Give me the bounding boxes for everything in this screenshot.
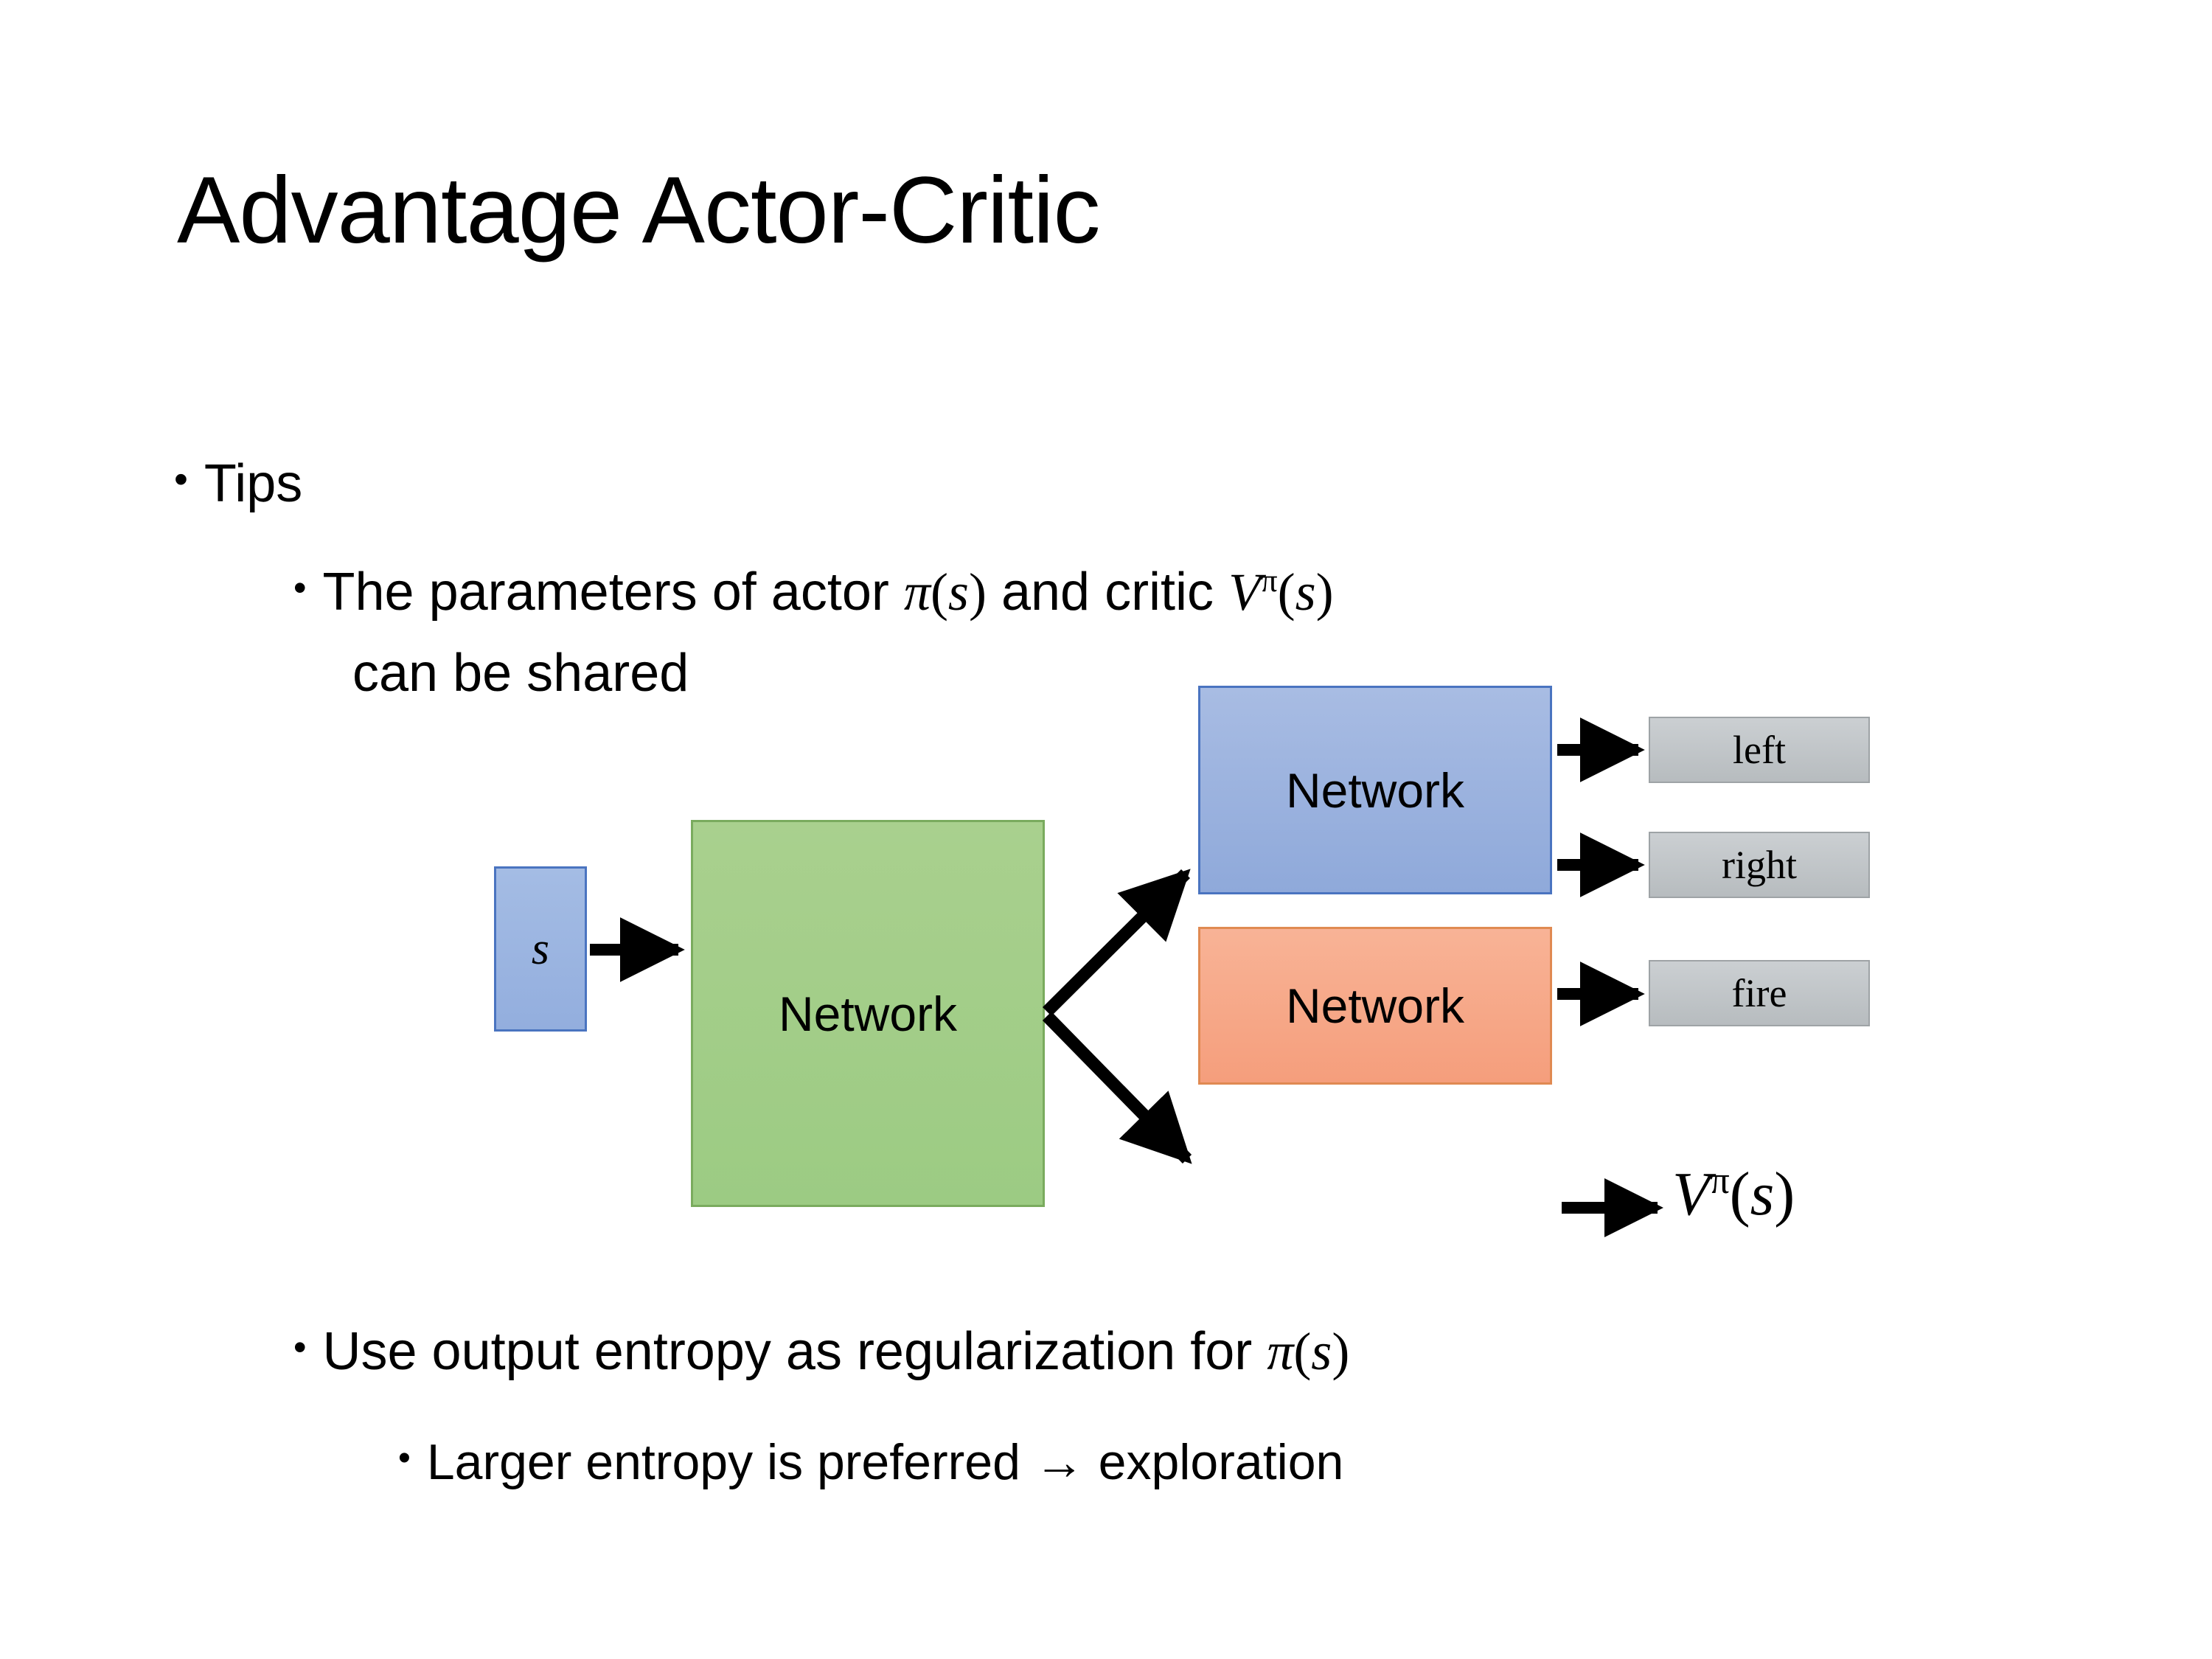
bullet-output-entropy: • Use output entropy as regularization f… bbox=[293, 1321, 1349, 1382]
bullet-entropy-prefix: Use output entropy as regularization for bbox=[322, 1322, 1267, 1381]
action-output-left: left bbox=[1649, 717, 1870, 783]
bullet-dot-icon: • bbox=[293, 567, 307, 608]
math-pi-s: π(s) bbox=[1267, 1322, 1350, 1381]
critic-output-arg: (s) bbox=[1729, 1160, 1795, 1228]
state-input-box: s bbox=[494, 866, 587, 1032]
page-title: Advantage Actor-Critic bbox=[177, 158, 1100, 263]
bullet-dot-icon: • bbox=[293, 1326, 307, 1368]
actor-network-label: Network bbox=[1285, 762, 1465, 818]
math-v-pi-s: Vπ(s) bbox=[1672, 1160, 1795, 1228]
shared-network-label: Network bbox=[778, 986, 958, 1041]
bullet-shared-parameters: • The parameters of actor π(s) and criti… bbox=[293, 562, 1334, 623]
actor-network-box: Network bbox=[1198, 686, 1552, 894]
action-output-fire: fire bbox=[1649, 960, 1870, 1026]
bullet-tips: • Tips bbox=[174, 453, 302, 514]
arrow-shared-to-critic bbox=[1042, 1012, 1192, 1164]
math-pi-s: π(s) bbox=[903, 563, 987, 622]
critic-network-box: Network bbox=[1198, 927, 1552, 1085]
bullet-params-prefix: The parameters of actor bbox=[322, 563, 904, 622]
math-v-pi-s: Vπ(s) bbox=[1228, 562, 1334, 622]
state-input-label: s bbox=[531, 923, 550, 974]
arrow-shared-to-actor bbox=[1043, 869, 1191, 1017]
bullet-shared-parameters-text: The parameters of actor π(s) and critic … bbox=[323, 562, 1334, 623]
bullet-shared-parameters-line2: can be shared bbox=[352, 644, 689, 703]
bullet-params-middle: and critic bbox=[986, 563, 1229, 622]
bullet-dot-icon: • bbox=[398, 1439, 411, 1478]
bullet-tips-label: Tips bbox=[204, 454, 303, 513]
action-output-right-label: right bbox=[1722, 843, 1797, 887]
bullet-larger-entropy-label: Larger entropy is preferred → exploratio… bbox=[426, 1434, 1344, 1490]
action-output-left-label: left bbox=[1733, 728, 1786, 772]
critic-output-sup: π bbox=[1710, 1160, 1730, 1202]
critic-network-label: Network bbox=[1285, 978, 1465, 1033]
action-output-fire-label: fire bbox=[1731, 971, 1787, 1015]
shared-network-box: Network bbox=[691, 820, 1045, 1207]
critic-output-value: Vπ(s) bbox=[1672, 1158, 1795, 1230]
action-output-right: right bbox=[1649, 832, 1870, 898]
bullet-dot-icon: • bbox=[174, 457, 188, 501]
bullet-larger-entropy: • Larger entropy is preferred → explorat… bbox=[398, 1433, 1343, 1491]
critic-output-base: V bbox=[1672, 1160, 1711, 1228]
bullet-output-entropy-text: Use output entropy as regularization for… bbox=[323, 1321, 1350, 1382]
